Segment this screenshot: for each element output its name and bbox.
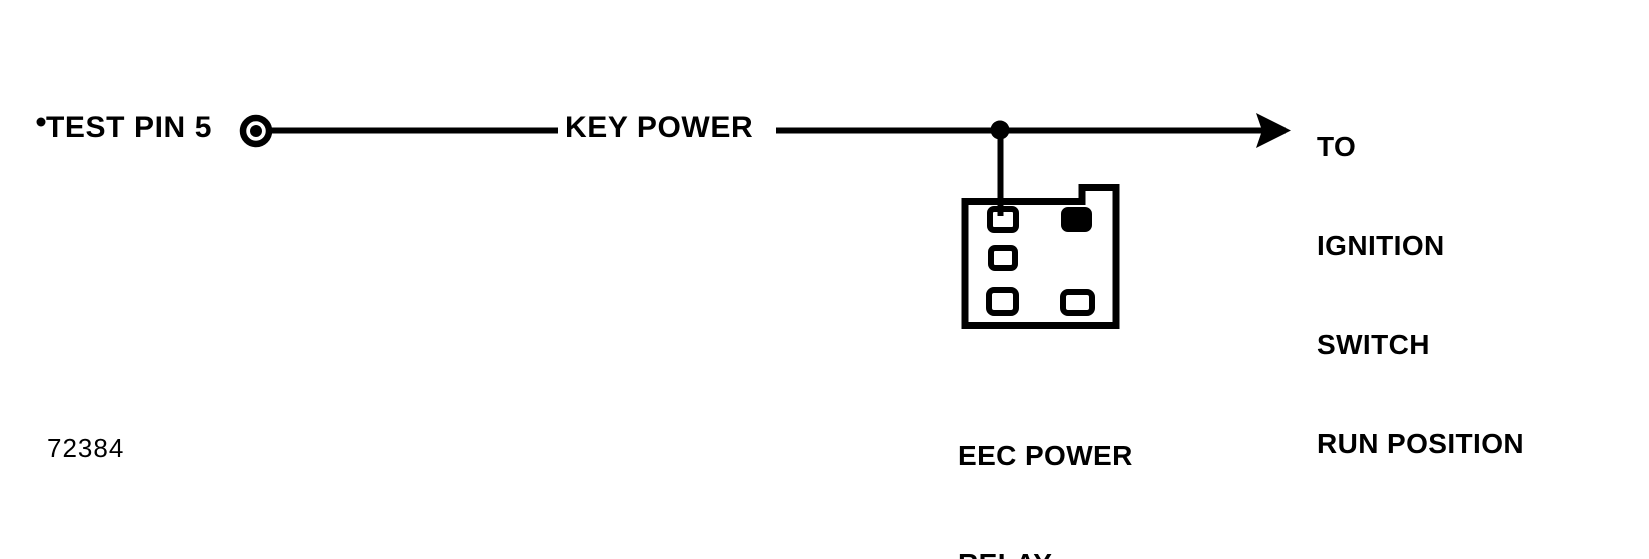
relay-label-line-1: EEC POWER	[958, 440, 1133, 471]
test-point-label: TEST PIN 5	[46, 111, 213, 144]
eec-power-relay-connector-outline	[961, 184, 1120, 329]
relay-terminal-pin-a3	[986, 287, 1019, 316]
figure-number: 72384	[47, 433, 125, 463]
eec-power-relay-label: EEC POWER RELAY	[958, 366, 1133, 559]
relay-terminal-pin-b1-filled	[1061, 207, 1092, 232]
destination-line-1: TO	[1317, 131, 1357, 162]
destination-line-4: RUN POSITION	[1317, 428, 1525, 459]
relay-terminal-pin-b3	[1060, 289, 1095, 316]
bullet-marker-icon	[36, 117, 46, 127]
relay-label-line-2: RELAY	[958, 546, 1133, 559]
test-pin-terminal-ring-icon	[239, 114, 273, 148]
test-pin-terminal-core-icon	[250, 125, 262, 137]
relay-terminal-pin-a2	[988, 245, 1018, 271]
key-power-wire-label: KEY POWER	[565, 111, 754, 144]
relay-terminal-pin-a1	[987, 206, 1019, 233]
destination-label: TO IGNITION SWITCH RUN POSITION	[1317, 64, 1524, 526]
wire-arrowhead-icon	[1256, 113, 1291, 148]
destination-line-3: SWITCH	[1317, 329, 1430, 360]
destination-line-2: IGNITION	[1317, 230, 1445, 261]
